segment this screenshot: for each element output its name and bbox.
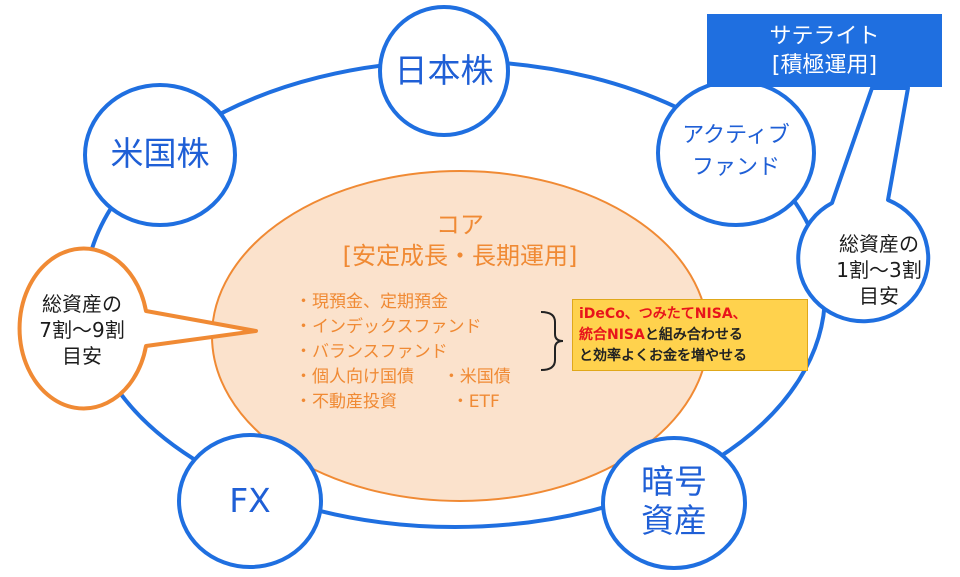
list-item: ・バランスファンド [295, 342, 448, 362]
tax-account-note: iDeCo、つみたてNISA、 統合NISAと組み合わせる と効率よくお金を増や… [572, 299, 808, 371]
note-line1: iDeCo、つみたてNISA、 [579, 306, 747, 322]
list-item: ・個人向け国債 [295, 367, 414, 387]
right-callout-line2: 1割～3割 [836, 258, 922, 282]
satellite-box-line2: [積極運用] [771, 52, 878, 78]
left-callout-line3: 目安 [62, 344, 102, 368]
japan-stocks-circle [378, 5, 510, 137]
list-item: ・インデックスファンド [295, 317, 482, 337]
right-callout-bubble [796, 86, 931, 324]
fx-circle [177, 433, 323, 569]
us-stocks-label: 米国株 [110, 133, 210, 173]
list-row: ・不動産投資 ・ETF [295, 390, 511, 415]
note-line2-rest: と組み合わせる [644, 327, 743, 343]
note-line2: 統合NISAと組み合わせる [579, 325, 801, 346]
core-asset-list: ・現預金、定期預金 ・インデックスファンド ・バランスファンド ・個人向け国債 … [295, 290, 511, 415]
us-stocks-circle [83, 83, 237, 227]
japan-stocks-label: 日本株 [394, 50, 494, 90]
list-row: ・個人向け国債 ・米国債 [295, 365, 511, 390]
crypto-label: 暗号 資産 [614, 455, 734, 549]
list-bracket [540, 311, 564, 371]
list-item: ・不動産投資 [295, 392, 397, 412]
right-callout-text: 総資産の 1割～3割 目安 [815, 222, 943, 318]
note-line2-red: 統合NISA [579, 327, 645, 343]
crypto-line2: 資産 [641, 501, 707, 540]
list-item: ・現預金、定期預金 [295, 292, 448, 312]
left-callout-line1: 総資産の [42, 292, 122, 316]
core-title: コア [436, 210, 484, 239]
active-fund-label: アクティブ ファンド [660, 110, 812, 194]
list-item: ・米国債 [442, 367, 511, 387]
core-subtitle: [安定成長・長期運用] [342, 242, 578, 270]
left-callout-bubble [17, 246, 258, 411]
crypto-line1: 暗号 [641, 462, 707, 502]
left-callout-text: 総資産の 7割～9割 目安 [18, 282, 146, 378]
satellite-box-line1: サテライト [769, 23, 880, 49]
active-fund-line2: ファンド [691, 155, 780, 180]
list-item: ・ETF [451, 392, 500, 412]
active-fund-line1: アクティブ [682, 123, 790, 149]
note-line3: と効率よくお金を増やせる [579, 348, 747, 364]
right-callout-line1: 総資産の [839, 232, 919, 256]
right-callout-line3: 目安 [859, 284, 899, 308]
left-callout-line2: 7割～9割 [39, 318, 125, 342]
fx-label: FX [229, 480, 271, 520]
crypto-circle [601, 436, 747, 570]
satellite-label-box: サテライト [積極運用] [707, 14, 942, 87]
core-heading: コア [安定成長・長期運用] [300, 208, 620, 274]
